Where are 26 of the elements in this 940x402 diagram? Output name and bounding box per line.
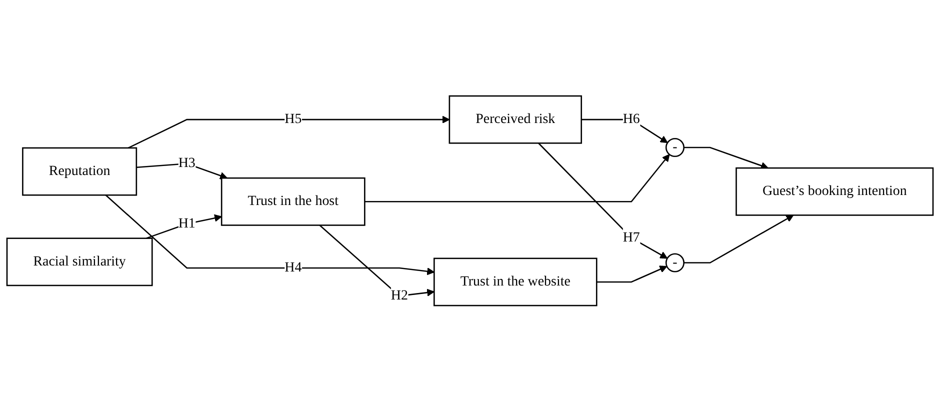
node-circle: - bbox=[665, 253, 685, 272]
node-box: Perceived risk bbox=[448, 95, 582, 144]
node-box: Trust in the host bbox=[220, 177, 366, 226]
node-box: Racial similarity bbox=[6, 237, 153, 286]
edge-label: H6 bbox=[622, 112, 640, 126]
edge-label: H3 bbox=[178, 156, 196, 170]
node-box: Reputation bbox=[22, 147, 138, 196]
edge-label: H7 bbox=[622, 230, 640, 245]
arrow bbox=[538, 142, 668, 258]
arrow bbox=[684, 214, 794, 264]
node-box: Guest’s booking intention bbox=[736, 167, 934, 216]
arrow bbox=[128, 116, 450, 148]
arrow bbox=[136, 162, 228, 180]
arrow bbox=[105, 194, 434, 275]
arrow bbox=[684, 146, 768, 170]
arrow bbox=[364, 154, 670, 202]
arrow bbox=[146, 214, 222, 239]
arrow bbox=[581, 118, 668, 143]
edge-label: H4 bbox=[284, 260, 302, 275]
edge-label: H5 bbox=[284, 112, 302, 126]
arrow bbox=[596, 265, 668, 282]
node-box: Trust in the website bbox=[434, 258, 598, 306]
edge-label: H1 bbox=[178, 216, 196, 231]
edge-label: H2 bbox=[390, 288, 408, 303]
node-circle: - bbox=[665, 138, 685, 157]
arrow bbox=[319, 224, 434, 296]
